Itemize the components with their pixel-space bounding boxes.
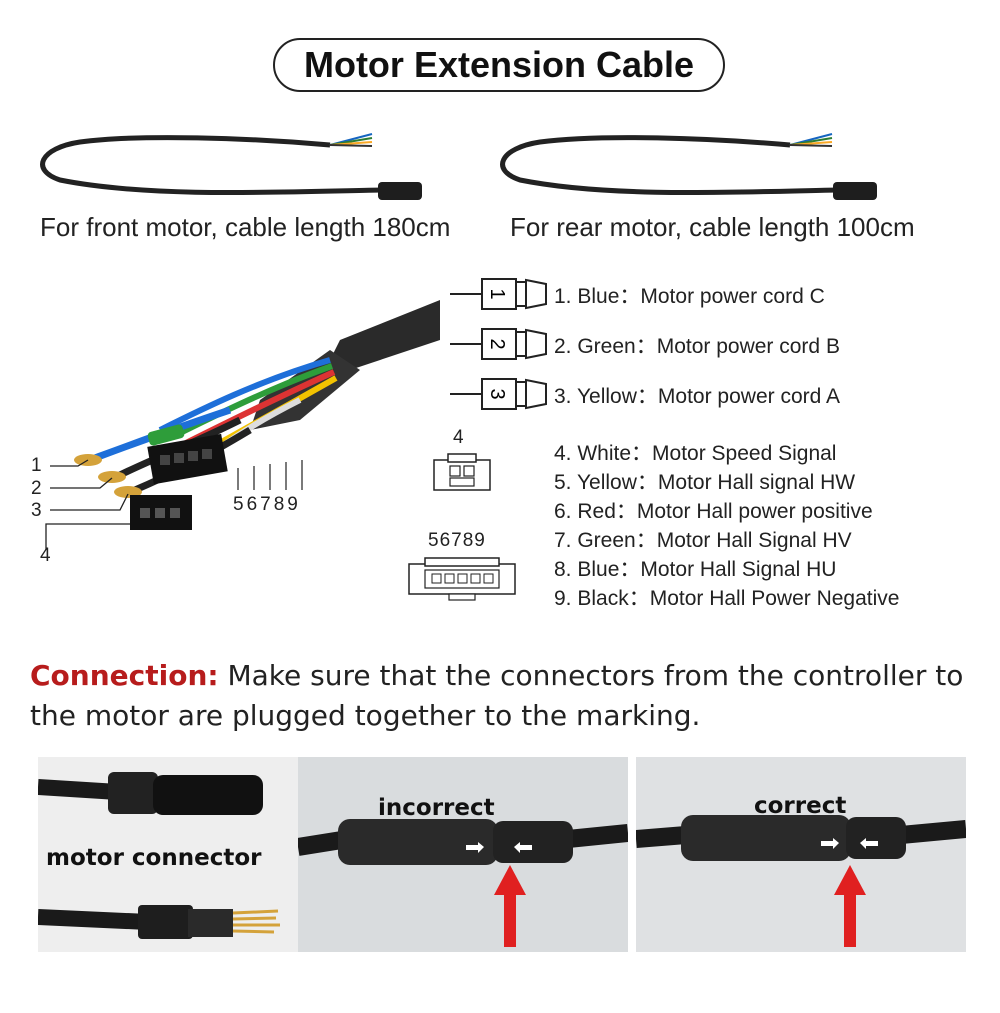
correct-connection-image [636,815,966,947]
connector-4-label: 4 [453,427,464,448]
front-cable-caption: For front motor, cable length 180cm [40,212,451,242]
power-wire-label-2: 2. Green：Motor power cord B [554,335,840,358]
signal-wire-label-6: 6. Red：Motor Hall power positive [554,500,873,523]
signal-wire-label-7: 7. Green：Motor Hall Signal HV [554,529,852,552]
page-title: Motor Extension Cable [273,38,725,92]
wire-harness-diagram [45,300,440,550]
diagram-number-2: 2 [31,478,42,499]
incorrect-label: incorrect [378,795,495,821]
signal-wire-label-8: 8. Blue：Motor Hall Signal HU [554,558,837,581]
motor-connector-image [38,772,280,939]
front-cable-image [40,133,422,200]
cable-illustrations [40,133,877,200]
connector-56789-icon [408,557,516,601]
power-wire-label-3: 3. Yellow：Motor power cord A [554,385,840,408]
correct-label: correct [754,793,847,819]
power-wire-label-1: 1. Blue：Motor power cord C [554,285,825,308]
signal-wire-label-5: 5. Yellow：Motor Hall signal HW [554,471,856,494]
rear-cable-image [500,133,877,200]
connector-4-icon [433,453,491,491]
signal-wire-label-9: 9. Black：Motor Hall Power Negative [554,587,900,610]
svg-text:1: 1 [486,288,508,299]
diagram-number-4: 4 [40,545,51,566]
connector-56789-label: 56789 [428,530,486,551]
bullet-connector-1-icon: 1 [450,278,547,310]
incorrect-connection-photo: incorrect [298,757,628,952]
diagram-number-1: 1 [31,455,42,476]
bullet-connector-icons: 1 2 3 [450,278,547,410]
bullet-connector-3-icon: 3 [450,378,547,410]
svg-text:3: 3 [486,388,508,399]
diagram-numbers-56789: 56789 [233,494,301,515]
connection-instruction: Connection: Make sure that the connector… [30,656,970,736]
incorrect-connection-image [298,819,628,947]
diagram-number-3: 3 [31,500,42,521]
bullet-connector-2-icon: 2 [450,328,547,360]
correct-connection-photo: correct [636,757,966,952]
connection-text: Make sure that the connectors from the c… [30,659,964,732]
connection-title: Connection: [30,659,219,692]
motor-connector-label: motor connector [46,845,262,871]
svg-text:2: 2 [486,338,508,349]
rear-cable-caption: For rear motor, cable length 100cm [510,212,915,242]
signal-wire-label-4: 4. White：Motor Speed Signal [554,442,837,465]
motor-connector-photo: motor connector [38,757,298,952]
